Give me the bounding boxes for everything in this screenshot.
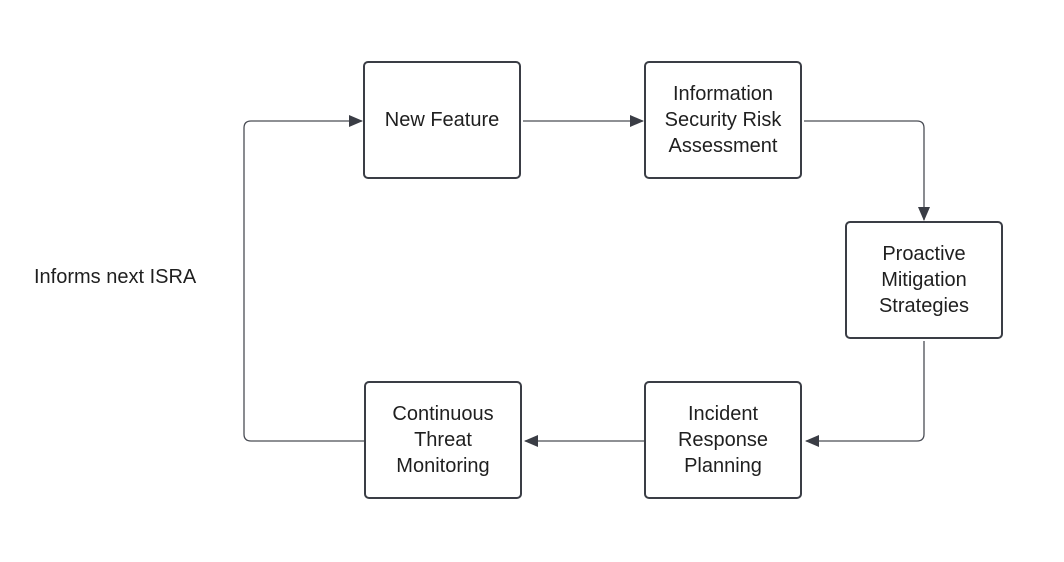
edge-monitoring-to-new-feature [243,115,364,442]
edge-label-informs-next-isra: Informs next ISRA [34,266,197,288]
node-label: Proactive Mitigation Strategies [878,243,970,317]
edge-isra-to-proactive [804,120,930,221]
node-label: New Feature [384,109,500,131]
node-new-feature: New Feature [363,61,521,179]
node-label: Incident Response Planning [677,403,769,477]
node-label: Continuous Threat Monitoring [392,403,494,477]
node-proactive-mitigation-strategies: Proactive Mitigation Strategies [845,221,1003,339]
node-continuous-threat-monitoring: Continuous Threat Monitoring [364,381,522,499]
edge-proactive-to-incident [805,341,925,447]
node-information-security-risk-assessment: Information Security Risk Assessment [644,61,802,179]
node-label: Information Security Risk Assessment [664,83,782,157]
node-incident-response-planning: Incident Response Planning [644,381,802,499]
